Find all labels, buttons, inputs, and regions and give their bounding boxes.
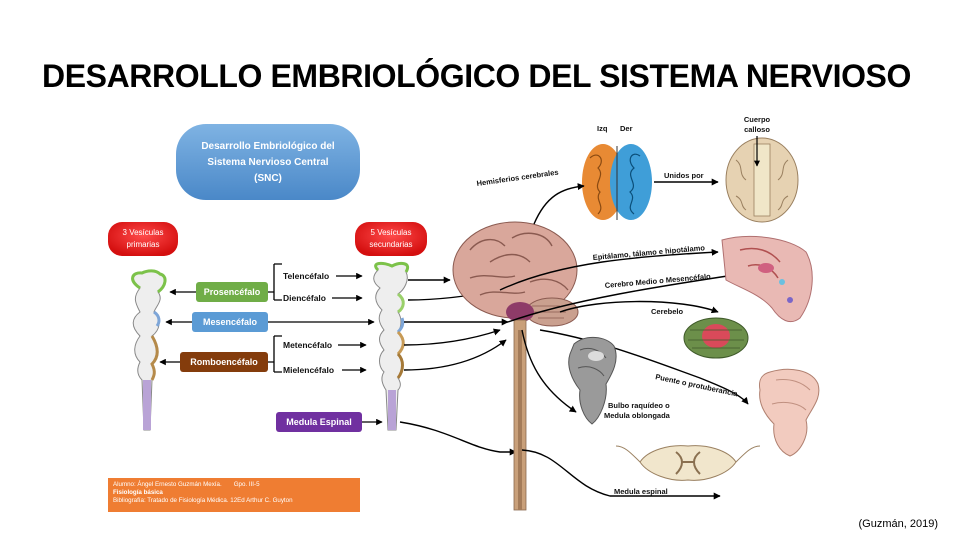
hemisferios-label: Hemisferios cerebrales bbox=[476, 168, 559, 188]
izq-label: Izq bbox=[597, 124, 608, 133]
badge-secundarias: 5 Vesículas secundarias bbox=[355, 222, 427, 256]
badge-primarias: 3 Vesículas primarias bbox=[108, 222, 178, 256]
credit-alumno: Alumno: Ángel Ernesto Guzmán Mexía. bbox=[113, 481, 222, 488]
cuerpo-label-1: Cuerpo bbox=[744, 115, 771, 124]
badge-secundarias-l1: 5 Vesículas bbox=[371, 228, 412, 237]
puente-image bbox=[759, 368, 820, 457]
diencefalo-label: Diencéfalo bbox=[283, 293, 326, 303]
credit-materia: Fisiología básica bbox=[113, 489, 163, 496]
embryo-5-vesicles bbox=[373, 261, 409, 431]
mesencefalo-box: Mesencéfalo bbox=[192, 312, 268, 332]
unidos-label: Unidos por bbox=[664, 171, 704, 180]
epitalamo-label: Epitálamo, tálamo e hipotálamo bbox=[592, 243, 705, 262]
bulbo-label-2: Medula oblongada bbox=[604, 411, 671, 420]
mielencefalo-label: Mielencéfalo bbox=[283, 365, 334, 375]
bulbo-label-1: Bulbo raquídeo o bbox=[608, 401, 670, 410]
central-brain-image bbox=[452, 221, 579, 511]
header-bubble: Desarrollo Embriológico del Sistema Nerv… bbox=[176, 124, 360, 200]
spinal-cross-section-image bbox=[615, 445, 761, 481]
slide-title: DESARROLLO EMBRIOLÓGICO DEL SISTEMA NERV… bbox=[42, 58, 911, 94]
cuerpo-calloso-image bbox=[725, 137, 799, 223]
telencefalo-label: Telencéfalo bbox=[283, 271, 329, 281]
cerebelo-label: Cerebelo bbox=[651, 307, 684, 316]
header-line-3: (SNC) bbox=[254, 173, 282, 184]
header-line-2: Sistema Nervioso Central bbox=[207, 157, 328, 168]
badge-secundarias-l2: secundarias bbox=[369, 240, 412, 249]
badge-primarias-l2: primarias bbox=[127, 240, 160, 249]
metencefalo-label: Metencéfalo bbox=[283, 340, 332, 350]
midbrain-section-image bbox=[721, 235, 813, 323]
der-label: Der bbox=[620, 124, 633, 133]
romboencefalo-box: Romboencéfalo bbox=[180, 352, 268, 372]
puente-label: Puente o protuberancia bbox=[655, 372, 740, 398]
svg-text:Mesencéfalo: Mesencéfalo bbox=[203, 317, 258, 327]
header-line-1: Desarrollo Embriológico del bbox=[201, 141, 335, 152]
cerebelo-image bbox=[683, 317, 749, 359]
credit-box: Alumno: Ángel Ernesto Guzmán Mexía. Gpo.… bbox=[108, 478, 360, 512]
svg-text:Medula Espinal: Medula Espinal bbox=[286, 417, 352, 427]
prosencefalo-box: Prosencéfalo bbox=[196, 282, 268, 302]
svg-text:Prosencéfalo: Prosencéfalo bbox=[204, 287, 261, 297]
badge-primarias-l1: 3 Vesículas bbox=[123, 228, 164, 237]
medula-espinal-box: Medula Espinal bbox=[276, 412, 362, 432]
embryo-3-vesicles bbox=[131, 269, 167, 431]
bulbo-image bbox=[568, 337, 617, 425]
citation: (Guzmán, 2019) bbox=[858, 518, 938, 530]
svg-text:Romboencéfalo: Romboencéfalo bbox=[190, 357, 258, 367]
hemispheres-brain-image bbox=[582, 144, 652, 220]
cuerpo-label-2: calloso bbox=[744, 125, 770, 134]
credit-grupo: Gpo. III-5 bbox=[233, 481, 260, 488]
credit-bibliografia: Bibliografía: Tratado de Fisiología Médi… bbox=[113, 497, 293, 504]
credit-alumno-line: Alumno: Ángel Ernesto Guzmán Mexía. Gpo.… bbox=[113, 481, 355, 489]
medula-label: Medula espinal bbox=[614, 487, 668, 496]
